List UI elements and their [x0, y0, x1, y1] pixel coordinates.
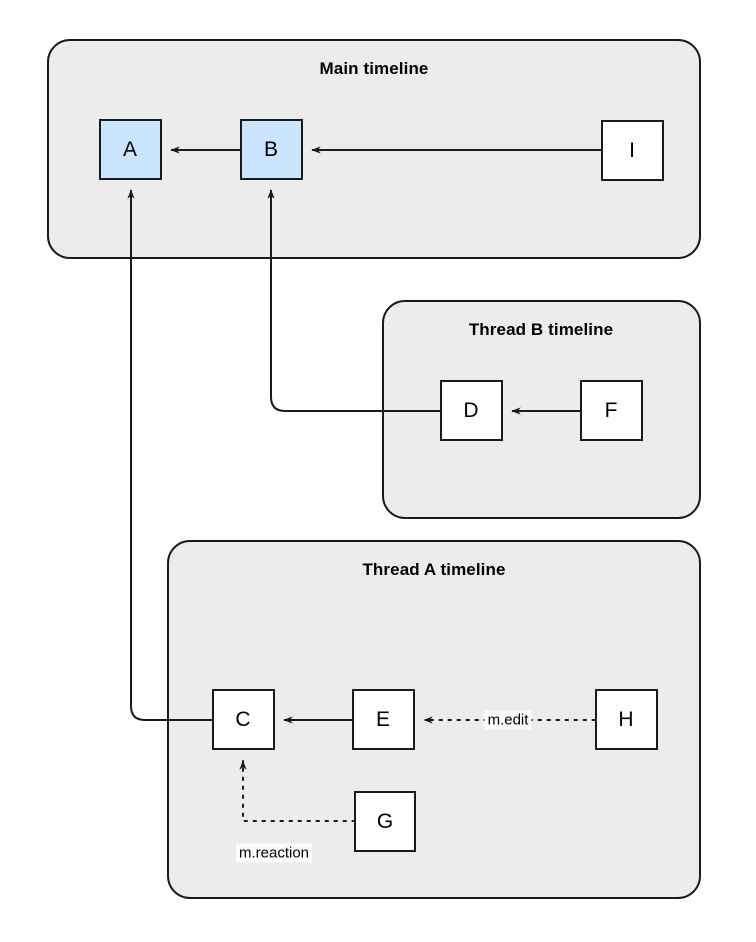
edge-D-to-B: [267, 189, 441, 412]
group-container-thread-b: [382, 300, 701, 519]
node-I[interactable]: [601, 120, 664, 181]
node-D[interactable]: [440, 380, 503, 441]
node-label-B: B: [263, 138, 279, 161]
node-label-E: E: [375, 708, 391, 731]
node-E[interactable]: [352, 689, 415, 750]
node-B[interactable]: [240, 119, 303, 180]
edge-label-m-edit: m.edit: [484, 710, 532, 730]
node-label-F: F: [604, 399, 618, 422]
node-label-D: D: [463, 399, 479, 422]
node-label-C: C: [235, 708, 251, 731]
group-title-main: Main timeline: [319, 59, 429, 78]
edge-label-m-reaction: m.reaction: [235, 843, 313, 863]
node-C[interactable]: [212, 689, 275, 750]
node-label-G: G: [376, 810, 394, 833]
group-title-thread-b: Thread B timeline: [468, 320, 614, 339]
node-H[interactable]: [595, 689, 658, 750]
node-label-A: A: [122, 138, 138, 161]
node-G[interactable]: [354, 791, 416, 852]
group-title-thread-a: Thread A timeline: [362, 560, 506, 579]
node-F[interactable]: [580, 380, 643, 441]
edge-C-to-A: [127, 189, 213, 721]
edge-G-to-C: [239, 760, 356, 822]
node-A[interactable]: [99, 119, 162, 180]
node-label-H: H: [618, 708, 634, 731]
node-label-I: I: [629, 139, 635, 162]
